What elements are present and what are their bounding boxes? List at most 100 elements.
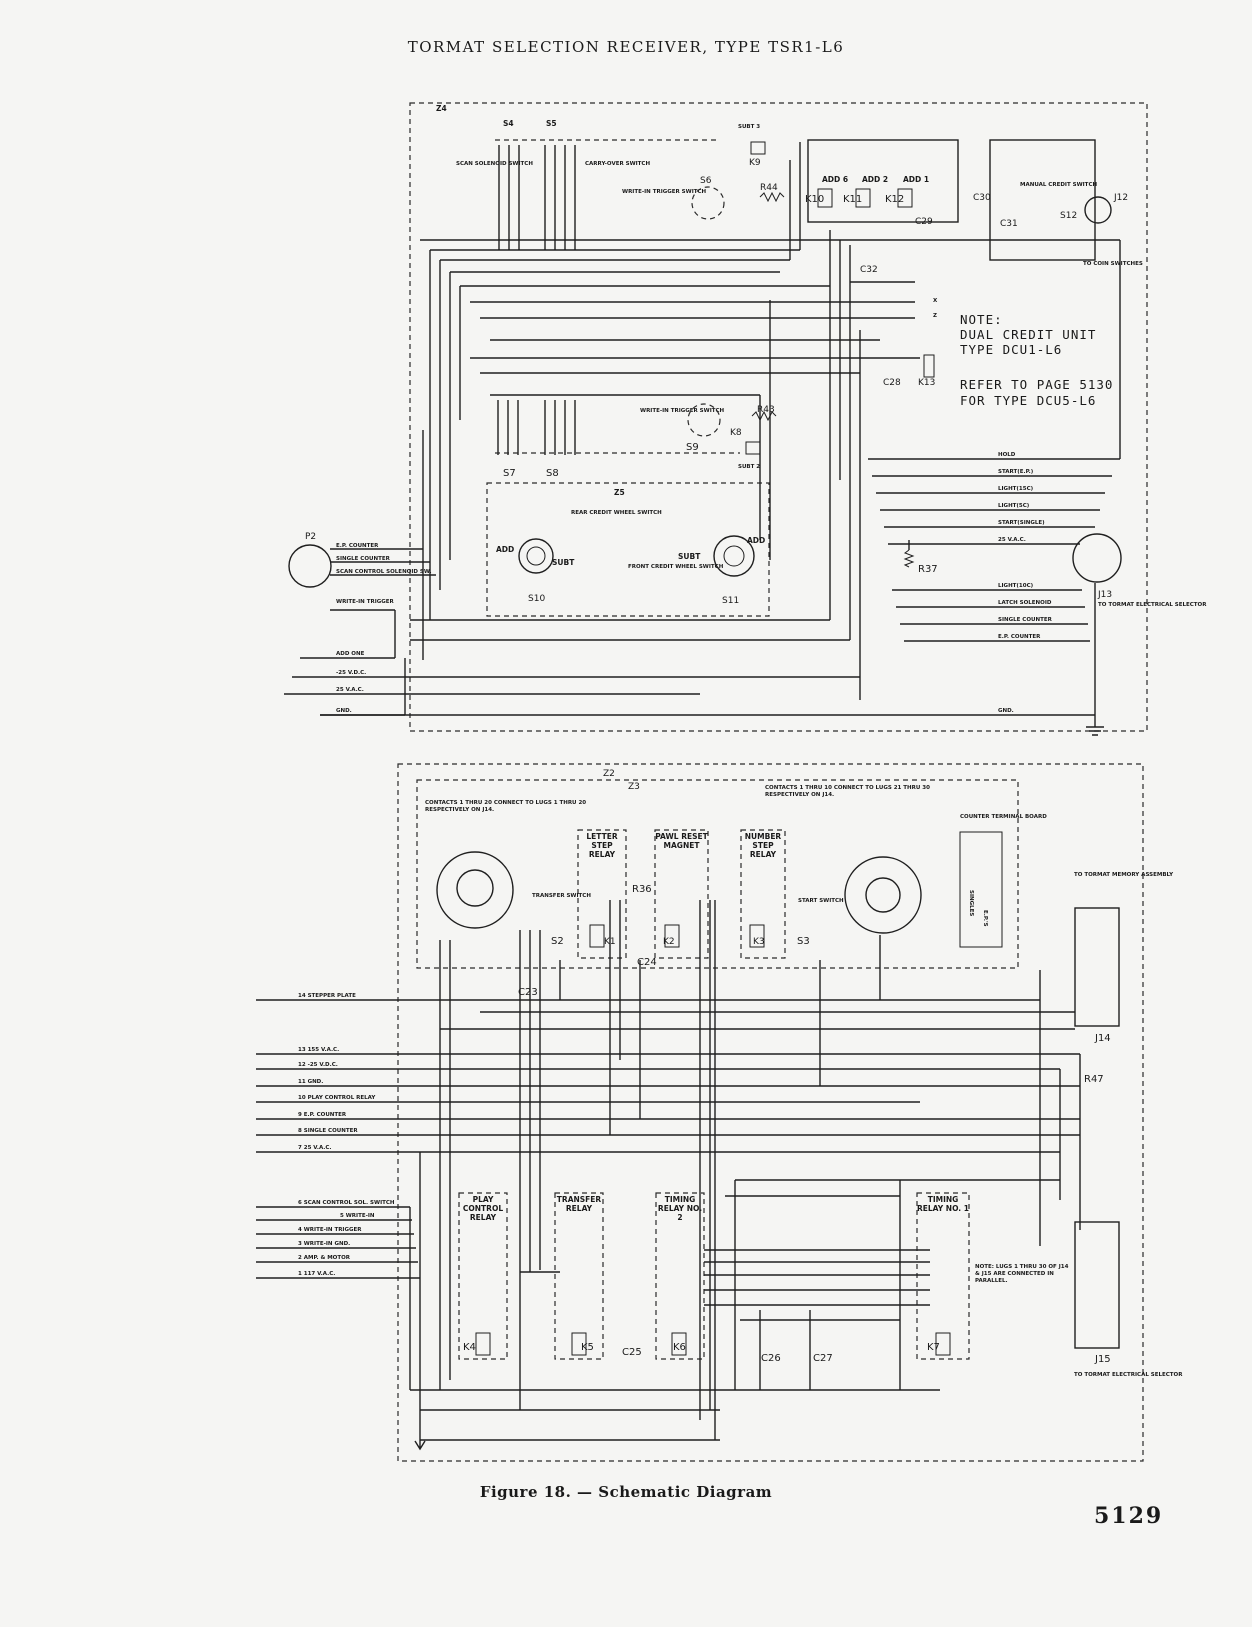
label-s5: S5 [546, 119, 557, 128]
label-k12: K12 [885, 194, 904, 205]
label-add-left: ADD [496, 545, 514, 554]
label-c27: C27 [813, 1353, 833, 1364]
add-relays [807, 139, 1096, 261]
label-s8: S8 [546, 468, 559, 479]
label-r43: R43 [757, 405, 775, 415]
svg-text:TYPE DCU1-L6: TYPE DCU1-L6 [960, 342, 1062, 357]
letter-step-relay-box [577, 829, 627, 959]
connector-j12 [1084, 196, 1112, 224]
label-s3: S3 [797, 936, 810, 947]
connector-p2 [288, 544, 332, 588]
transfer-relay-box [554, 1192, 604, 1360]
label-write-in-trigger-mid: WRITE-IN TRIGGER SWITCH [640, 408, 725, 414]
label-write-in-trigger-top: WRITE-IN TRIGGER SWITCH [622, 189, 707, 195]
label-s4: S4 [503, 119, 514, 128]
credit-wheel-s10-inner [526, 546, 546, 566]
label-subt-left: SUBT [552, 558, 575, 567]
label-add-2: ADD 2 [862, 175, 888, 184]
label-front-credit-wheel: FRONT CREDIT WHEEL SWITCH [628, 564, 724, 570]
j13-wire-hold: HOLD [998, 452, 1016, 458]
j13-wire-light-15c: LIGHT(15C) [998, 486, 1034, 492]
counter-terminal-board [959, 831, 1003, 948]
label-add-6: ADD 6 [822, 175, 848, 184]
switch-stack-s7-s8 [495, 400, 740, 455]
j13-wire-light-5c: LIGHT(5C) [998, 503, 1030, 509]
play-control-relay-box [458, 1192, 508, 1360]
timing-relay-1-label: TIMING RELAY NO. 1 [917, 1195, 969, 1213]
note-lugs-parallel: NOTE: LUGS 1 THRU 30 OF J14 & J15 ARE CO… [975, 1264, 1069, 1284]
letter-stepper-wheel [436, 851, 514, 929]
terminal-8: 8 SINGLE COUNTER [298, 1128, 358, 1134]
svg-text:NOTE:: NOTE: [960, 312, 1003, 327]
p2-wire-single-counter: SINGLE COUNTER [336, 556, 391, 562]
label-c23: C23 [518, 987, 538, 998]
label-j15: J15 [1094, 1354, 1111, 1365]
label-k7: K7 [927, 1342, 940, 1353]
label-k6: K6 [673, 1342, 686, 1353]
label-k5: K5 [581, 1342, 594, 1353]
label-k8: K8 [730, 428, 742, 438]
p2-wire-gnd: GND. [336, 708, 352, 714]
label-c24: C24 [637, 957, 657, 968]
left-terminal-labels: 14 STEPPER PLATE 13 155 V.A.C. 12 -25 V.… [298, 993, 395, 1277]
play-control-relay-label: PLAY CONTROL RELAY [462, 1195, 504, 1222]
j13-wire-latch-solenoid: LATCH SOLENOID [998, 600, 1052, 606]
svg-text:DUAL CREDIT UNIT: DUAL CREDIT UNIT [960, 327, 1096, 342]
terminal-11: 11 GND. [298, 1079, 323, 1085]
label-x: X [933, 298, 938, 304]
label-c30: C30 [973, 193, 991, 203]
box-z3 [416, 779, 1019, 969]
timing-relay-1-box [916, 1192, 970, 1360]
label-to-tormat-selector-upper: TO TORMAT ELECTRICAL SELECTOR [1098, 602, 1207, 608]
timing-relay-2-box [655, 1192, 705, 1360]
label-z: Z [933, 313, 937, 319]
label-k9: K9 [749, 158, 761, 168]
connector-j13 [1072, 533, 1122, 583]
label-c32: C32 [860, 265, 878, 275]
label-s12: S12 [1060, 211, 1077, 221]
label-scan-solenoid-switch: SCAN SOLENOID SWITCH [456, 161, 533, 167]
ground-symbol-upper [1086, 715, 1104, 736]
pawl-reset-magnet-label: PAWL RESET MAGNET [655, 832, 708, 850]
j13-wire-light-10c: LIGHT(10C) [998, 583, 1034, 589]
terminal-1: 1 117 V.A.C. [298, 1271, 335, 1277]
terminal-12: 12 -25 V.D.C. [298, 1062, 338, 1068]
label-subt-right: SUBT [678, 552, 701, 561]
label-r44: R44 [760, 183, 778, 193]
connector-j15 [1074, 1221, 1120, 1349]
p2-wire-add-one: ADD ONE [336, 651, 365, 657]
note-contacts-right: CONTACTS 1 THRU 10 CONNECT TO LUGS 21 TH… [765, 785, 930, 798]
page-number: 5129 [1094, 1503, 1164, 1529]
j13-wire-gnd: GND. [998, 708, 1014, 714]
left-terminal-lines [256, 999, 1080, 1279]
label-z4: Z4 [436, 104, 447, 113]
terminal-3: 3 WRITE-IN GND. [298, 1241, 350, 1247]
label-r36: R36 [632, 884, 652, 895]
terminal-7: 7 25 V.A.C. [298, 1145, 332, 1151]
letter-step-relay-label: LETTER STEP RELAY [586, 832, 618, 859]
page-header: TORMAT SELECTION RECEIVER, TYPE TSR1-L6 [407, 38, 845, 56]
label-z5: Z5 [614, 488, 625, 497]
label-add-1: ADD 1 [903, 175, 929, 184]
svg-text:REFER TO PAGE 5130: REFER TO PAGE 5130 [960, 377, 1113, 392]
terminal-2: 2 AMP. & MOTOR [298, 1255, 351, 1261]
letter-stepper-hub [456, 869, 494, 907]
terminal-10: 10 PLAY CONTROL RELAY [298, 1095, 376, 1101]
label-to-tormat-selector-lower: TO TORMAT ELECTRICAL SELECTOR [1074, 1372, 1183, 1378]
label-k11: K11 [843, 194, 862, 205]
label-p2: P2 [305, 532, 316, 542]
credit-wheel-s10 [518, 538, 554, 574]
label-k13: K13 [918, 378, 935, 388]
svg-text:FOR TYPE DCU5-L6: FOR TYPE DCU5-L6 [960, 393, 1096, 408]
terminal-5: 5 WRITE-IN [340, 1213, 375, 1219]
label-c31: C31 [1000, 219, 1018, 229]
label-c28: C28 [883, 378, 901, 388]
figure-caption: Figure 18. — Schematic Diagram [479, 1483, 773, 1501]
number-stepper-wheel [844, 856, 922, 934]
credit-wheel-s11 [713, 535, 755, 577]
label-k3: K3 [753, 937, 765, 947]
label-j14: J14 [1094, 1033, 1111, 1044]
credit-wheel-s11-inner [723, 545, 745, 567]
